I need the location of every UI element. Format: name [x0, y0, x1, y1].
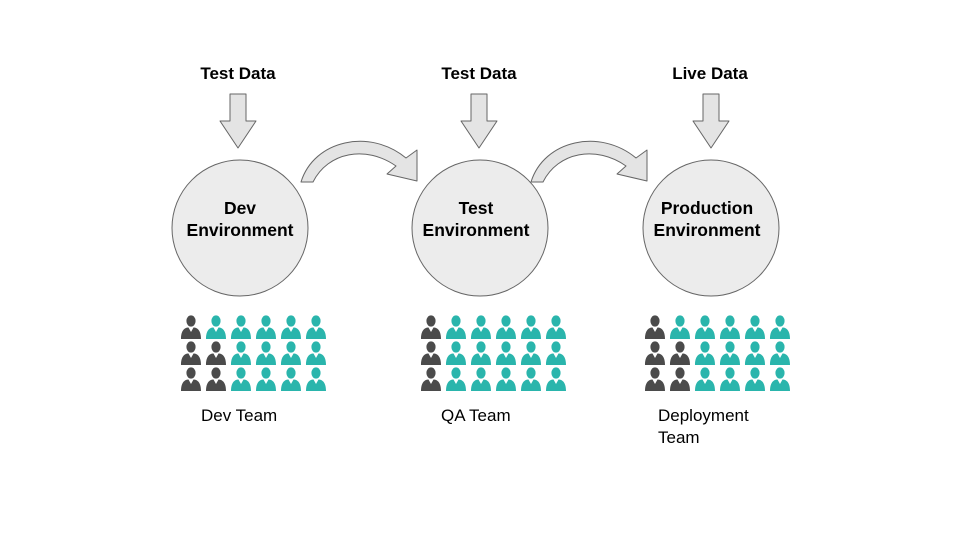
person-icon: [496, 341, 516, 365]
dev-team-label: Dev Team: [201, 405, 277, 427]
production-environment-label: Production Environment: [632, 197, 782, 241]
person-icon: [446, 367, 466, 391]
person-icon: [421, 367, 441, 391]
person-icon: [306, 315, 326, 339]
person-icon: [745, 341, 765, 365]
qa-team-people-grid: [421, 315, 566, 391]
person-icon: [306, 367, 326, 391]
deployment-team-label-line2: Team: [658, 428, 700, 447]
person-icon: [521, 315, 541, 339]
dev-team-people-grid: [181, 315, 326, 391]
test-environment-circle: [411, 159, 549, 297]
dev-environment-label: Dev Environment: [165, 197, 315, 241]
person-icon: [231, 341, 251, 365]
person-icon: [281, 341, 301, 365]
person-icon: [695, 315, 715, 339]
person-icon: [306, 341, 326, 365]
person-icon: [181, 367, 201, 391]
person-icon: [281, 315, 301, 339]
person-icon: [645, 367, 665, 391]
dev-environment-circle: [171, 159, 309, 297]
person-icon: [471, 367, 491, 391]
person-icon: [745, 315, 765, 339]
person-icon: [471, 341, 491, 365]
person-icon: [645, 315, 665, 339]
person-icon: [206, 341, 226, 365]
person-icon: [231, 315, 251, 339]
person-icon: [770, 315, 790, 339]
person-icon: [421, 315, 441, 339]
person-icon: [695, 367, 715, 391]
flow-arrow-dev-to-test: [300, 140, 418, 183]
person-icon: [471, 315, 491, 339]
person-icon: [256, 315, 276, 339]
person-icon: [720, 367, 740, 391]
deployment-team-people-grid: [645, 315, 790, 391]
flow-arrow-test-to-production: [530, 140, 648, 183]
person-icon: [421, 341, 441, 365]
production-environment-label-line1: Production: [660, 198, 754, 218]
person-icon: [546, 367, 566, 391]
person-icon: [256, 341, 276, 365]
person-icon: [670, 341, 690, 365]
test-data-label: Test Data: [441, 64, 517, 83]
qa-team-label-line1: QA Team: [441, 406, 511, 425]
person-icon: [670, 315, 690, 339]
person-icon: [496, 367, 516, 391]
person-icon: [770, 367, 790, 391]
person-icon: [446, 341, 466, 365]
person-icon: [720, 315, 740, 339]
person-icon: [745, 367, 765, 391]
person-icon: [645, 341, 665, 365]
person-icon: [206, 367, 226, 391]
dev-environment-label-line1: Dev: [223, 198, 257, 218]
person-icon: [206, 315, 226, 339]
person-icon: [281, 367, 301, 391]
person-icon: [256, 367, 276, 391]
test-environment-label-line1: Test: [458, 198, 494, 218]
person-icon: [695, 341, 715, 365]
test-environment-label: Test Environment: [401, 197, 551, 241]
dev-environment-label-line2: Environment: [186, 220, 294, 240]
person-icon: [181, 315, 201, 339]
person-icon: [496, 315, 516, 339]
qa-team-label: QA Team: [441, 405, 511, 427]
person-icon: [446, 315, 466, 339]
test-environment-label-line2: Environment: [422, 220, 530, 240]
person-icon: [521, 367, 541, 391]
data-arrow-live: [692, 93, 730, 149]
person-icon: [670, 367, 690, 391]
person-icon: [720, 341, 740, 365]
person-icon: [231, 367, 251, 391]
dev-data-label: Test Data: [200, 64, 276, 83]
deployment-team-label: Deployment Team: [658, 405, 749, 449]
production-environment-label-line2: Environment: [653, 220, 761, 240]
person-icon: [770, 341, 790, 365]
deployment-team-label-line1: Deployment: [658, 406, 749, 425]
person-icon: [546, 315, 566, 339]
person-icon: [181, 341, 201, 365]
data-arrow-test: [460, 93, 498, 149]
dev-team-label-line1: Dev Team: [201, 406, 278, 425]
data-arrow-dev: [219, 93, 257, 149]
person-icon: [546, 341, 566, 365]
production-environment-circle: [642, 159, 780, 297]
person-icon: [521, 341, 541, 365]
live-data-label: Live Data: [672, 64, 748, 83]
